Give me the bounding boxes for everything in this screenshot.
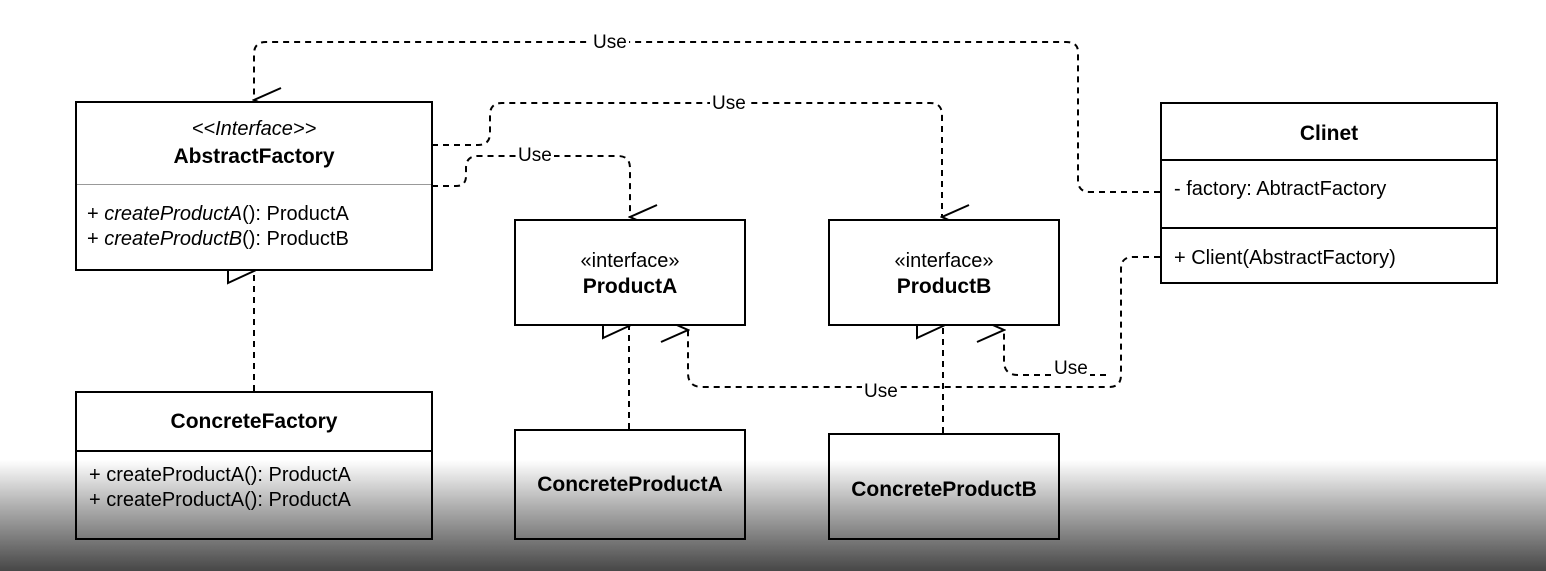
client-divider-top (1162, 159, 1496, 161)
use-connector-abstractfactory-producta (432, 155, 630, 217)
abstract-factory-operations: + createProductA(): ProductA + createPro… (87, 202, 349, 252)
use-label-client-producta: Use (862, 381, 900, 402)
use-label-client-abstractfactory: Use (591, 32, 629, 53)
client-class[interactable]: Clinet - factory: AbtractFactory + Clien… (1160, 102, 1498, 284)
concrete-factory-name: ConcreteFactory (170, 410, 338, 433)
use-connector-client-producta (688, 256, 1160, 388)
concrete-factory-operations: + createProductA(): ProductA + createPro… (89, 463, 351, 513)
use-label-client-productb: Use (1052, 358, 1090, 379)
product-a-name: ProductA (582, 275, 678, 298)
concrete-factory-operation: + createProductA(): ProductA (89, 464, 351, 486)
client-operation: + Client(AbstractFactory) (1174, 247, 1396, 269)
concrete-factory-operation: + createProductA(): ProductA (89, 489, 351, 511)
product-b-name: ProductB (896, 275, 992, 298)
client-attribute: - factory: AbtractFactory (1174, 178, 1387, 200)
use-label-abstractfactory-producta: Use (516, 145, 554, 166)
product-a-stereotype: «interface» (580, 250, 680, 272)
concrete-product-b-name: ConcreteProductB (851, 478, 1037, 501)
use-connector-client-abstractfactory (254, 41, 1160, 193)
product-b-stereotype: «interface» (894, 250, 994, 272)
abstract-factory-operation: + createProductB(): ProductB (87, 228, 349, 250)
concrete-product-a-name: ConcreteProductA (537, 473, 723, 496)
abstract-factory-stereotype: <<Interface>> (191, 118, 317, 140)
use-connector-abstractfactory-productb (432, 102, 942, 217)
concrete-product-a-class[interactable]: ConcreteProductA (514, 429, 746, 540)
product-b-interface[interactable]: «interface» ProductB (828, 219, 1060, 326)
concrete-factory-divider (77, 450, 431, 452)
use-connector-client-productb (1004, 330, 1106, 376)
product-a-interface[interactable]: «interface» ProductA (514, 219, 746, 326)
concrete-product-b-class[interactable]: ConcreteProductB (828, 433, 1060, 540)
abstract-factory-divider (77, 184, 431, 185)
client-divider-bottom (1162, 227, 1496, 229)
abstract-factory-name: AbstractFactory (173, 145, 335, 168)
use-label-abstractfactory-productb: Use (710, 93, 748, 114)
concrete-factory-class[interactable]: ConcreteFactory + createProductA(): Prod… (75, 391, 433, 540)
client-name: Clinet (1299, 122, 1359, 145)
abstract-factory-operation: + createProductA(): ProductA (87, 203, 349, 225)
abstract-factory-class[interactable]: <<Interface>> AbstractFactory + createPr… (75, 101, 433, 271)
